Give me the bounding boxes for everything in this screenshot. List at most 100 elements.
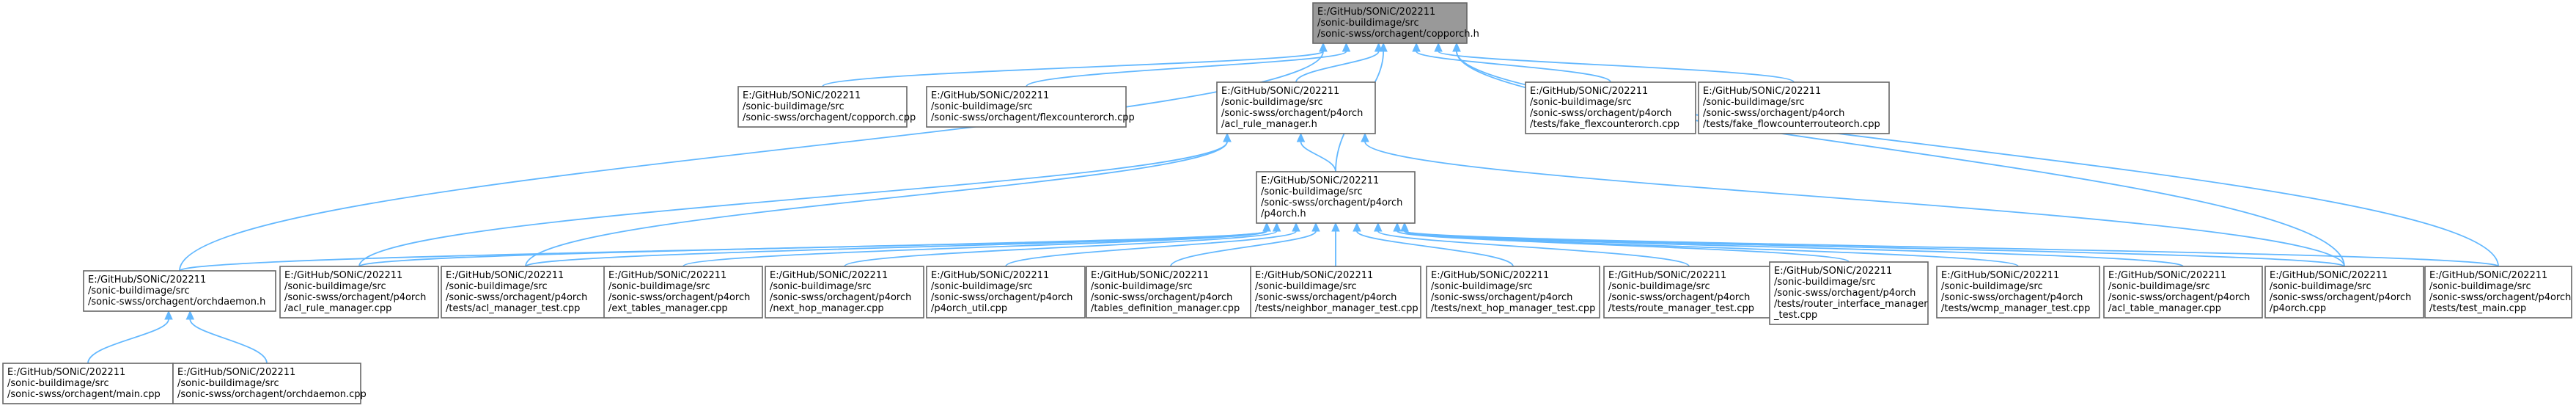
node-label-line: /sonic-buildimage/src xyxy=(743,101,844,112)
node-flexcounterorch-cpp[interactable]: E:/GitHub/SONiC/202211/sonic-buildimage/… xyxy=(926,86,1135,128)
node-p4orch-h[interactable]: E:/GitHub/SONiC/202211/sonic-buildimage/… xyxy=(1256,171,1416,224)
edge-arrowhead xyxy=(1379,42,1388,52)
node-acl-rule-manager-cpp[interactable]: E:/GitHub/SONiC/202211/sonic-buildimage/… xyxy=(279,266,439,319)
node-label-line: /tests/fake_flowcounterrouteorch.cpp xyxy=(1703,119,1880,130)
node-label-line: /sonic-buildimage/src xyxy=(1221,97,1323,108)
node-box xyxy=(172,363,361,404)
node-label-line: E:/GitHub/SONiC/202211 xyxy=(608,270,726,281)
node-box xyxy=(1698,81,1890,134)
node-box xyxy=(1250,266,1421,319)
node-label-line: /tests/router_interface_manager xyxy=(1774,299,1928,310)
node-label-line: /sonic-swss/orchagent/p4orch xyxy=(446,292,587,303)
node-box xyxy=(1216,81,1376,134)
node-label-line: /tests/fake_flexcounterorch.cpp xyxy=(1530,119,1679,130)
node-box xyxy=(603,266,763,319)
node-label-line: E:/GitHub/SONiC/202211 xyxy=(1317,7,1435,18)
node-label-line: _test.cpp xyxy=(1773,310,1817,321)
node-orchdaemon-cpp[interactable]: E:/GitHub/SONiC/202211/sonic-buildimage/… xyxy=(172,363,367,404)
node-label-line: /sonic-buildimage/src xyxy=(1774,277,1876,288)
edge-p4orch_cpp-to-p4orch_h xyxy=(1400,222,2345,267)
edge-line xyxy=(1377,230,1690,267)
node-label-line: /sonic-buildimage/src xyxy=(1703,97,1805,108)
node-next-hop-manager[interactable]: E:/GitHub/SONiC/202211/sonic-buildimage/… xyxy=(765,266,924,319)
edge-line xyxy=(525,230,1267,267)
node-label-line: /sonic-swss/orchagent/p4orch xyxy=(1941,292,2083,303)
node-label-line: /p4orch.cpp xyxy=(2270,303,2326,314)
node-p4orch-util[interactable]: E:/GitHub/SONiC/202211/sonic-buildimage/… xyxy=(926,266,1086,319)
edge-line xyxy=(87,319,169,364)
edge-neighbor_manager_test-to-p4orch_h xyxy=(1331,222,1340,267)
node-label-line: /p4orch.h xyxy=(1261,208,1306,219)
node-label-line: /sonic-swss/orchagent/p4orch xyxy=(608,292,750,303)
edge-line xyxy=(358,141,1228,267)
edge-arrowhead xyxy=(1331,222,1340,232)
node-test-main[interactable]: E:/GitHub/SONiC/202211/sonic-buildimage/… xyxy=(2424,266,2572,319)
node-copporch-cpp[interactable]: E:/GitHub/SONiC/202211/sonic-buildimage/… xyxy=(737,86,916,128)
edge-acl_manager_test-to-acl_rule_manager_h xyxy=(525,132,1232,267)
node-orchdaemon-h[interactable]: E:/GitHub/SONiC/202211/sonic-buildimage/… xyxy=(83,270,276,312)
node-label-line: /sonic-buildimage/src xyxy=(931,281,1033,292)
node-label-line: /sonic-swss/orchagent/p4orch xyxy=(2429,292,2571,303)
node-router-interface-manager-test[interactable]: E:/GitHub/SONiC/202211/sonic-buildimage/… xyxy=(1769,261,1929,325)
edge-line xyxy=(179,51,1324,272)
node-label-line: /sonic-buildimage/src xyxy=(284,281,386,292)
node-fake-flexcounterorch[interactable]: E:/GitHub/SONiC/202211/sonic-buildimage/… xyxy=(1525,81,1696,134)
node-label-line: /sonic-swss/orchagent/p4orch xyxy=(931,292,1072,303)
edge-route_manager_test-to-p4orch_h xyxy=(1374,222,1690,267)
node-label-line: /sonic-buildimage/src xyxy=(177,378,279,389)
edge-tables_definition_manager-to-p4orch_h xyxy=(1170,222,1320,267)
node-neighbor-manager-test[interactable]: E:/GitHub/SONiC/202211/sonic-buildimage/… xyxy=(1250,266,1421,319)
node-acl-rule-manager-h[interactable]: E:/GitHub/SONiC/202211/sonic-buildimage/… xyxy=(1216,81,1376,134)
node-label-line: E:/GitHub/SONiC/202211 xyxy=(931,90,1049,101)
node-acl-manager-test[interactable]: E:/GitHub/SONiC/202211/sonic-buildimage/… xyxy=(441,266,611,319)
node-box xyxy=(1525,81,1696,134)
node-ext-tables-manager[interactable]: E:/GitHub/SONiC/202211/sonic-buildimage/… xyxy=(603,266,763,319)
node-route-manager-test[interactable]: E:/GitHub/SONiC/202211/sonic-buildimage/… xyxy=(1603,266,1775,319)
node-label-line: /sonic-swss/orchagent/p4orch xyxy=(1261,197,1402,208)
node-acl-table-manager[interactable]: E:/GitHub/SONiC/202211/sonic-buildimage/… xyxy=(2103,266,2263,319)
node-box xyxy=(2264,266,2424,319)
node-next-hop-manager-test[interactable]: E:/GitHub/SONiC/202211/sonic-buildimage/… xyxy=(1426,266,1600,319)
node-label-line: E:/GitHub/SONiC/202211 xyxy=(2429,270,2547,281)
node-label-line: /sonic-buildimage/src xyxy=(446,281,548,292)
node-label-line: /acl_table_manager.cpp xyxy=(2108,303,2221,314)
edge-line xyxy=(525,141,1228,267)
node-label-line: /ext_tables_manager.cpp xyxy=(608,303,728,314)
edge-p4orch_cpp-to-copporch_h xyxy=(1452,42,2345,267)
node-label-line: /sonic-buildimage/src xyxy=(1608,281,1710,292)
node-fake-flowcounterrouteorch[interactable]: E:/GitHub/SONiC/202211/sonic-buildimage/… xyxy=(1698,81,1890,134)
edge-next_hop_manager-to-p4orch_h xyxy=(844,222,1281,267)
node-label-line: E:/GitHub/SONiC/202211 xyxy=(931,270,1049,281)
node-label-line: /sonic-swss/orchagent/p4orch xyxy=(1091,292,1232,303)
node-main-cpp[interactable]: E:/GitHub/SONiC/202211/sonic-buildimage/… xyxy=(2,363,174,404)
node-label-line: /sonic-swss/orchagent/p4orch xyxy=(1608,292,1750,303)
edge-line xyxy=(1404,230,2499,267)
edge-arrowhead xyxy=(1361,132,1369,142)
node-wcmp-manager-test[interactable]: E:/GitHub/SONiC/202211/sonic-buildimage/… xyxy=(1936,266,2100,319)
edge-line xyxy=(1456,51,2345,267)
node-label-line: /tests/neighbor_manager_test.cpp xyxy=(1255,303,1418,314)
edge-line xyxy=(1364,141,2345,267)
edge-orchdaemon_h-to-copporch_h xyxy=(179,42,1328,272)
node-label-line: /sonic-buildimage/src xyxy=(2429,281,2531,292)
edge-arrowhead xyxy=(1262,222,1271,232)
edge-arrowhead xyxy=(164,310,173,320)
node-label-line: E:/GitHub/SONiC/202211 xyxy=(1703,86,1821,97)
edge-arrowhead xyxy=(1434,42,1443,52)
edge-line xyxy=(682,230,1267,267)
node-box xyxy=(1086,266,1256,319)
node-label-line: /sonic-swss/orchagent/p4orch xyxy=(2270,292,2411,303)
node-label-line: E:/GitHub/SONiC/202211 xyxy=(446,270,564,281)
edge-arrowhead xyxy=(1400,222,1409,232)
node-label-line: E:/GitHub/SONiC/202211 xyxy=(7,367,125,378)
edge-arrowhead xyxy=(1223,132,1232,142)
node-label-line: E:/GitHub/SONiC/202211 xyxy=(1255,270,1373,281)
node-tables-definition-manager[interactable]: E:/GitHub/SONiC/202211/sonic-buildimage/… xyxy=(1086,266,1256,319)
node-label-line: /sonic-buildimage/src xyxy=(2108,281,2210,292)
node-p4orch-cpp[interactable]: E:/GitHub/SONiC/202211/sonic-buildimage/… xyxy=(2264,266,2424,319)
edge-arrowhead xyxy=(1272,222,1281,232)
edge-line xyxy=(1404,230,2019,267)
edge-next_hop_manager_test-to-p4orch_h xyxy=(1353,222,1514,267)
node-label-line: /tests/route_manager_test.cpp xyxy=(1608,303,1754,314)
node-label-line: /sonic-swss/orchagent/p4orch xyxy=(284,292,426,303)
